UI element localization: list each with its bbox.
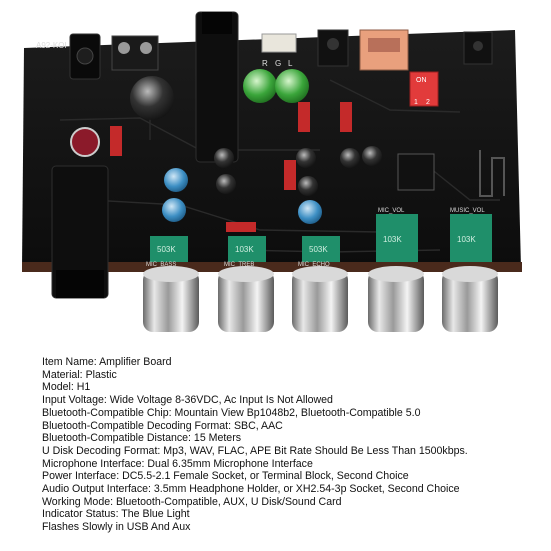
pot-mic-echo: 503K MIC_ECHO [298, 236, 340, 268]
spec-bluetooth-chip: Bluetooth-Compatible Chip: Mountain View… [42, 406, 421, 419]
capacitor-red-left [70, 127, 100, 157]
pot-label-mic-echo: MIC_ECHO [298, 262, 330, 268]
aux-jack [463, 31, 493, 65]
resistor-red-4 [284, 160, 296, 190]
spec-model: Model: H1 [42, 381, 91, 394]
dip-label-on: ON [416, 77, 427, 84]
capacitor-black-1 [214, 148, 234, 168]
terminal-block [111, 35, 159, 71]
pot-value-mic-echo: 503K [309, 245, 328, 254]
bluetooth-chip [397, 153, 435, 191]
spec-microphone-interface: Microphone Interface: Dual 6.35mm Microp… [42, 457, 313, 470]
dip-label-2: 2 [426, 99, 430, 106]
resistor-red-5 [226, 222, 256, 232]
spec-item-name: Item Name: Amplifier Board [42, 356, 172, 368]
pot-label-mic-vol: MIC_VOL [378, 208, 405, 214]
dc-power-jack [69, 33, 101, 80]
capacitor-blue-3 [298, 200, 322, 224]
dip-switch: ON 1 2 [409, 71, 439, 107]
silkscreen-board-code: A92-KOI [36, 41, 67, 50]
knob-mic-vol [368, 266, 424, 332]
connector-label-l: L [288, 59, 293, 68]
microphone-jack-bottom [51, 165, 109, 299]
amplifier-board-photo: R G L ON 1 2 A92-KOI [22, 11, 522, 332]
pot-value-music-vol: 103K [457, 235, 476, 244]
spec-input-voltage: Input Voltage: Wide Voltage 8-36VDC, Ac … [42, 394, 333, 407]
pot-value-mic-vol: 103K [383, 235, 402, 244]
microphone-jack-top [195, 11, 239, 163]
spec-indicator-flash: Flashes Slowly in USB And Aux [42, 521, 191, 534]
capacitor-large-black [130, 76, 174, 120]
capacitor-green-right [275, 69, 309, 103]
pot-label-mic-bass: MIC_BASS [146, 262, 176, 268]
capacitor-black-6 [362, 146, 382, 166]
knob-mic-echo [292, 266, 348, 332]
knob-mic-treb [218, 266, 274, 332]
headphone-jack [317, 29, 349, 67]
potentiometers: 503K MIC_BASS 103K MIC_TREB 503K MIC_ECH… [146, 208, 492, 268]
spec-material: Material: Plastic [42, 368, 117, 381]
pot-value-mic-treb: 103K [235, 245, 254, 254]
capacitor-black-2 [216, 174, 236, 194]
connector-label-g: G [275, 59, 281, 68]
resistor-red-2 [298, 102, 310, 132]
spec-indicator-status: Indicator Status: The Blue Light [42, 508, 190, 521]
dip-label-1: 1 [414, 99, 418, 106]
resistor-red-1 [110, 126, 122, 156]
knob-music-vol [442, 266, 498, 332]
bluetooth-antenna [479, 150, 505, 197]
capacitor-black-3 [296, 148, 316, 168]
pot-mic-bass: 503K MIC_BASS [146, 236, 188, 268]
pot-label-music-vol: MUSIC_VOL [450, 208, 485, 214]
spec-power-interface: Power Interface: DC5.5-2.1 Female Socket… [42, 470, 409, 483]
knob-mic-bass [143, 266, 199, 332]
pot-mic-vol: MIC_VOL 103K [376, 208, 418, 262]
spec-bluetooth-distance: Bluetooth-Compatible Distance: 15 Meters [42, 432, 242, 445]
capacitor-blue-2 [162, 198, 186, 222]
spec-bluetooth-decoding: Bluetooth-Compatible Decoding Format: SB… [42, 419, 283, 432]
connector-label-r: R [262, 59, 268, 68]
capacitor-black-4 [298, 176, 318, 196]
pot-music-vol: MUSIC_VOL 103K [450, 208, 492, 262]
capacitor-black-5 [340, 148, 360, 168]
spec-working-mode: Working Mode: Bluetooth-Compatible, AUX,… [42, 495, 342, 508]
pot-label-mic-treb: MIC_TREB [224, 262, 254, 268]
knobs [143, 266, 498, 332]
capacitor-green-left [243, 69, 277, 103]
spec-u-disk-format: U Disk Decoding Format: Mp3, WAV, FLAC, … [42, 444, 468, 457]
capacitor-blue-1 [164, 168, 188, 192]
usb-port [359, 29, 409, 71]
spec-list: Item Name: Amplifier Board Material: Pla… [42, 356, 542, 534]
pot-value-mic-bass: 503K [157, 245, 176, 254]
resistor-red-3 [340, 102, 352, 132]
pot-mic-treb: 103K MIC_TREB [224, 236, 266, 268]
spec-audio-output: Audio Output Interface: 3.5mm Headphone … [42, 483, 460, 496]
xh-connector: R G L [261, 33, 297, 68]
